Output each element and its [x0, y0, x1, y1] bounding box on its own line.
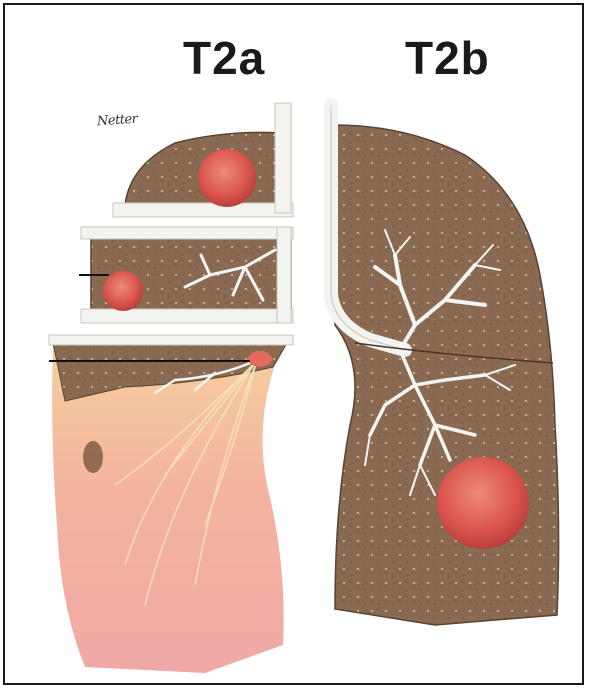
left-middle-segment — [79, 227, 293, 323]
right-lung — [331, 105, 559, 625]
left-upper-lobe — [113, 103, 293, 217]
figure-frame: T2a T2b — [3, 3, 584, 685]
left-lower-lobe — [49, 335, 293, 673]
right-tumor — [437, 457, 529, 549]
artist-signature: Netter — [97, 112, 138, 130]
middle-tumor — [103, 271, 143, 311]
upper-tumor — [198, 149, 256, 207]
lung-illustration — [5, 5, 584, 685]
